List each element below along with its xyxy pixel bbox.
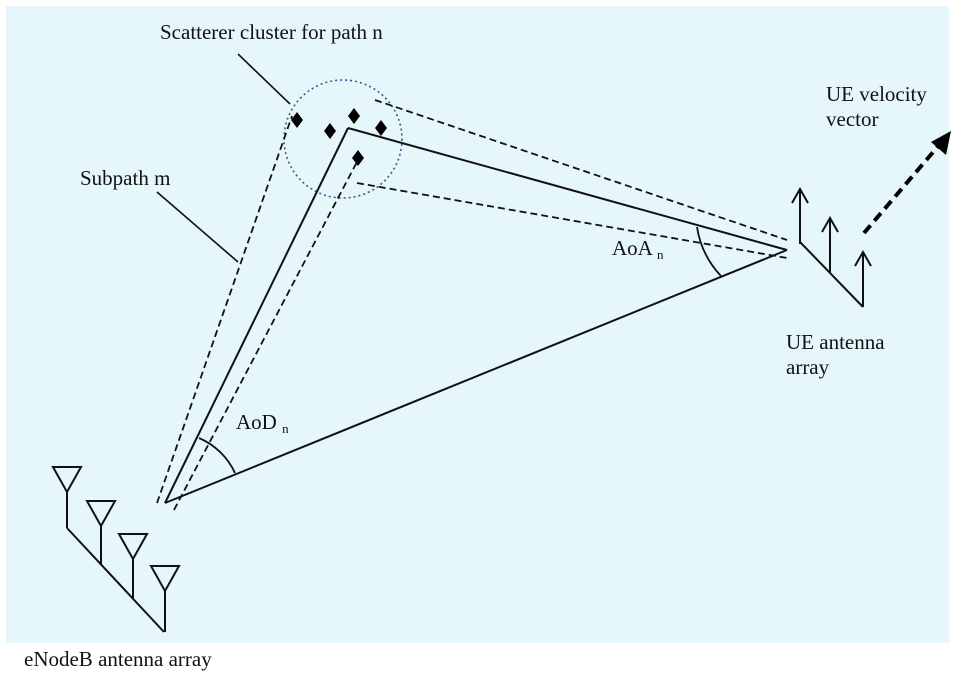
ue-antenna-array (791, 186, 872, 308)
ue-antenna-label: UE antenna array (786, 330, 885, 380)
subpaths (156, 99, 788, 511)
aoa-label-subscript: n (656, 247, 664, 262)
aod-label-main: AoD (236, 410, 277, 434)
subpath-label: Subpath m (80, 166, 171, 190)
aoa-label-main: AoA (612, 236, 652, 260)
aoa-arc (696, 226, 722, 277)
scatterer-5 (352, 150, 364, 166)
subpath-label-pointer (156, 191, 239, 263)
scatterer-2 (348, 108, 360, 124)
subpath-right-upper (374, 99, 788, 241)
scatterer-1 (291, 112, 303, 128)
path-enodeb-to-cluster (164, 127, 349, 504)
subpath-left-outer (156, 115, 293, 504)
scatterer-diamonds (291, 108, 387, 166)
scatterer-3 (324, 123, 336, 139)
aod-arc (198, 437, 236, 474)
ue-array-base (799, 241, 864, 308)
main-path (164, 127, 788, 504)
path-cluster-to-ue (347, 127, 788, 251)
subpath-right-lower (356, 182, 788, 259)
ue-antenna-label-line1: UE antenna (786, 330, 885, 354)
cluster-label-pointer (237, 53, 291, 105)
enodeb-antenna-3 (117, 533, 149, 562)
enodeb-antenna-4 (149, 565, 181, 594)
diagram-panel (6, 6, 949, 643)
ue-antenna-label-line2: array (786, 355, 830, 380)
enodeb-antenna-2 (85, 500, 117, 529)
aoa-label: AoA n (612, 236, 663, 263)
ue-velocity-label: UE velocity vector (826, 82, 927, 132)
ue-velocity-label-line2: vector (826, 107, 879, 132)
enodeb-antenna-1 (51, 466, 83, 495)
aod-label-subscript: n (282, 421, 289, 436)
subpath-left-inner (173, 159, 359, 511)
ue-velocity-label-line1: UE velocity (826, 82, 927, 106)
enodeb-array-base (66, 527, 165, 633)
enodeb-antenna-label: eNodeB antenna array (24, 647, 212, 671)
ue-velocity-arrow (862, 131, 951, 235)
path-los-enodeb-to-ue (164, 249, 788, 504)
scatterer-cluster-label: Scatterer cluster for path n (160, 20, 383, 44)
scatterer-4 (375, 120, 387, 136)
aod-label: AoD n (236, 410, 289, 437)
enodeb-antenna-array (51, 466, 181, 633)
